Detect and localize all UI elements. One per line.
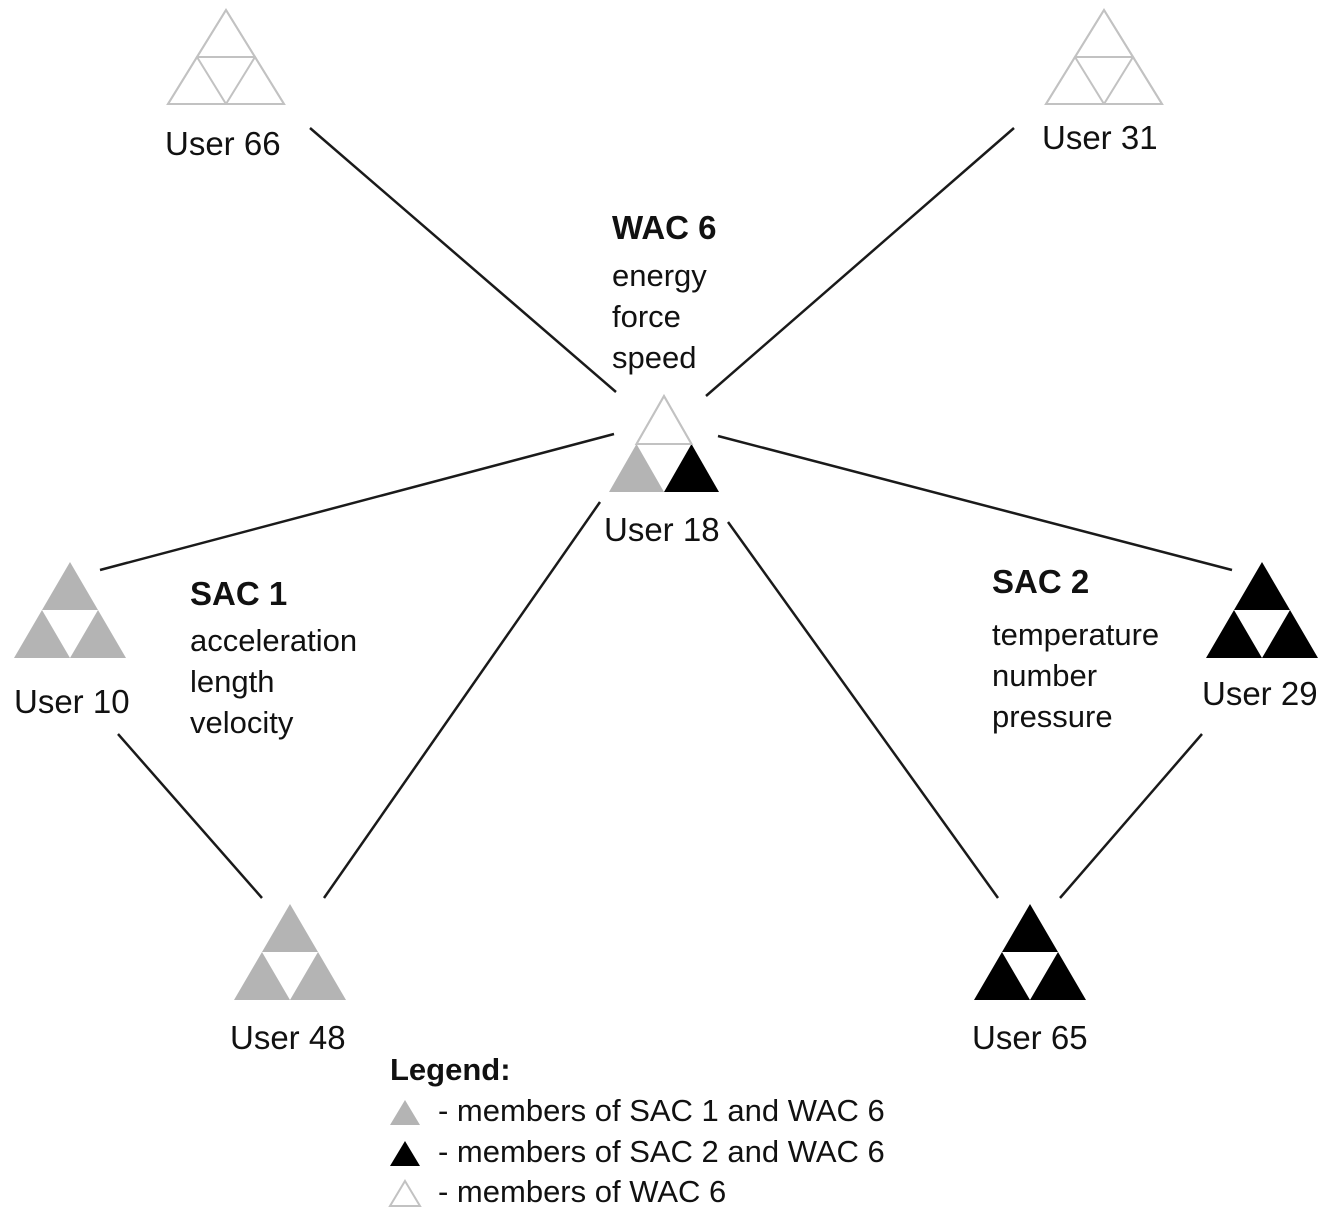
triangle-bottom-left xyxy=(14,610,70,658)
user-48-label: User 48 xyxy=(230,1019,346,1056)
triangle-outline xyxy=(634,393,694,445)
user-31-label: User 31 xyxy=(1042,119,1158,156)
triangle-bottom-left xyxy=(1206,610,1262,658)
edge-u65-u29 xyxy=(1059,733,1203,899)
triangle-bottom-right xyxy=(290,952,346,1000)
legend-title: Legend: xyxy=(390,1052,511,1087)
edge-u31-u18 xyxy=(705,127,1015,397)
legend-item-text: - members of SAC 1 and WAC 6 xyxy=(438,1093,885,1128)
edge-u18-u65 xyxy=(726,521,1000,899)
edge-u48-u18 xyxy=(322,501,602,899)
sac2-title: SAC 2 xyxy=(992,563,1090,600)
triangle-bottom-left xyxy=(234,952,290,1000)
wac6-title: WAC 6 xyxy=(612,209,717,246)
edge-u10-u48 xyxy=(117,733,263,899)
triangle-bottom-right xyxy=(1102,55,1164,105)
edge-u10-u18 xyxy=(99,432,615,572)
triangle-bottom-left xyxy=(609,444,664,492)
legend-item-text: - members of WAC 6 xyxy=(438,1174,727,1209)
sac1-concept: velocity xyxy=(190,705,294,740)
triangle-outline xyxy=(1044,8,1164,105)
sac2-concept: pressure xyxy=(992,699,1113,734)
triangle-top xyxy=(1073,8,1135,58)
triangle-bottom-left xyxy=(166,55,228,105)
user-node-65 xyxy=(974,904,1086,1000)
triangle-top xyxy=(634,393,694,445)
sac2-concept: temperature xyxy=(992,617,1160,652)
outline-triangle-icon xyxy=(388,1179,422,1207)
user-node-18 xyxy=(609,393,719,492)
triangle-top xyxy=(195,8,257,58)
user-66-label: User 66 xyxy=(165,125,281,162)
triangle-bottom-right xyxy=(664,444,719,492)
user-18-label: User 18 xyxy=(604,511,720,548)
wac6-concept: energy xyxy=(612,258,707,293)
triangle-top xyxy=(1002,904,1058,952)
user-node-10 xyxy=(14,562,126,658)
user-node-29 xyxy=(1206,562,1318,658)
sac1-concept: length xyxy=(190,664,275,699)
edge-u29-u18 xyxy=(717,434,1233,572)
sac1-title: SAC 1 xyxy=(190,575,288,612)
nodes-layer xyxy=(14,8,1318,1000)
wac6-concept: speed xyxy=(612,340,697,375)
edge-u66-u18 xyxy=(309,127,617,393)
gray-triangle-icon xyxy=(390,1100,420,1125)
user-node-48 xyxy=(234,904,346,1000)
triangle-bottom-left xyxy=(974,952,1030,1000)
user-29-label: User 29 xyxy=(1202,675,1318,712)
user-node-66 xyxy=(166,8,286,105)
user-65-label: User 65 xyxy=(972,1019,1088,1056)
user-node-31 xyxy=(1044,8,1164,105)
triangle-bottom-right xyxy=(70,610,126,658)
triangle-top xyxy=(262,904,318,952)
triangle-top xyxy=(42,562,98,610)
triangle-bottom-left xyxy=(1044,55,1106,105)
edges-layer xyxy=(99,127,1233,899)
black-triangle-icon xyxy=(390,1141,420,1166)
triangle-outline xyxy=(166,8,286,105)
wac6-concept: force xyxy=(612,299,681,334)
sac1-concept: acceleration xyxy=(190,623,358,658)
user-10-label: User 10 xyxy=(14,683,130,720)
triangle-bottom-right xyxy=(1262,610,1318,658)
triangle-top xyxy=(1234,562,1290,610)
sac2-concept: number xyxy=(992,658,1098,693)
triangle-bottom-right xyxy=(224,55,286,105)
triangle-bottom-right xyxy=(1030,952,1086,1000)
legend-item-text: - members of SAC 2 and WAC 6 xyxy=(438,1134,885,1169)
